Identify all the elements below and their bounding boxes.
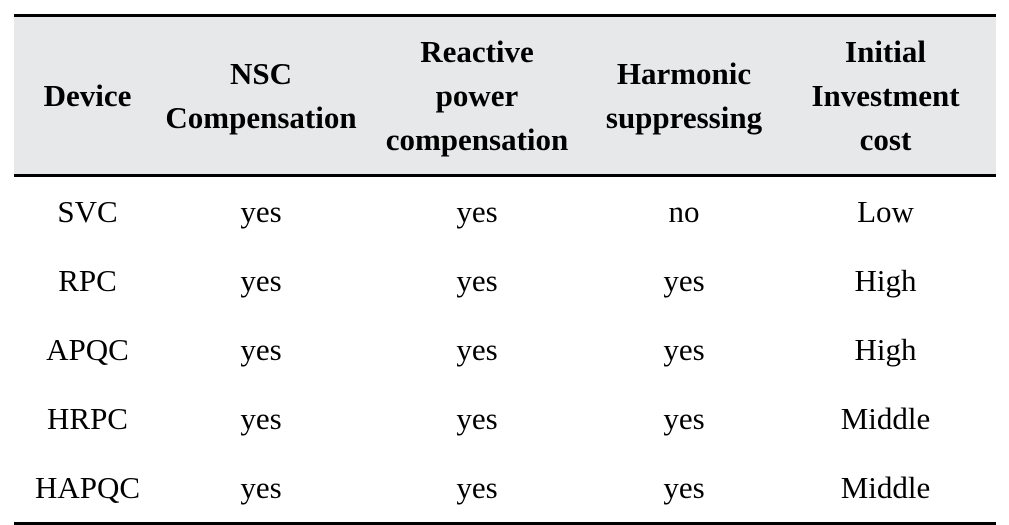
harmonic-cell: yes xyxy=(663,262,705,298)
nsc-cell: yes xyxy=(240,193,282,229)
cost-cell: High xyxy=(854,331,917,367)
device-cell: HRPC xyxy=(47,400,128,436)
header-line: Investment xyxy=(811,77,960,113)
table-row: RPC yes yes yes High xyxy=(14,246,996,315)
table-body: SVC yes yes no Low RPC yes yes yes High … xyxy=(14,177,996,522)
header-line: cost xyxy=(859,121,912,157)
table-row: SVC yes yes no Low xyxy=(14,177,996,246)
harmonic-cell: yes xyxy=(663,400,705,436)
nsc-cell: yes xyxy=(240,262,282,298)
header-line: power xyxy=(435,77,519,113)
harmonic-cell: yes xyxy=(663,331,705,367)
header-reactive-power-compensation: Reactive power compensation xyxy=(361,30,593,162)
header-line: Initial xyxy=(845,33,926,69)
header-line: Compensation xyxy=(165,99,357,135)
table-row: HRPC yes yes yes Middle xyxy=(14,384,996,453)
device-cell: SVC xyxy=(57,193,118,229)
cost-cell: Low xyxy=(857,193,914,229)
table-header: Device NSC Compensation Reactive power c… xyxy=(14,17,996,174)
cost-cell: Middle xyxy=(840,469,931,505)
header-line: Reactive xyxy=(420,33,534,69)
nsc-cell: yes xyxy=(240,469,282,505)
top-rule xyxy=(14,14,996,17)
table-row: APQC yes yes yes High xyxy=(14,315,996,384)
header-line: Device xyxy=(43,77,132,113)
header-nsc-compensation: NSC Compensation xyxy=(161,52,361,140)
cost-cell: Middle xyxy=(840,400,931,436)
header-line: NSC xyxy=(229,55,292,91)
nsc-cell: yes xyxy=(240,331,282,367)
table-row: HAPQC yes yes yes Middle xyxy=(14,453,996,522)
header-device: Device xyxy=(14,74,161,118)
reactive-cell: yes xyxy=(456,262,498,298)
nsc-cell: yes xyxy=(240,400,282,436)
device-cell: APQC xyxy=(46,331,129,367)
device-cell: RPC xyxy=(58,262,117,298)
header-rule xyxy=(14,174,996,177)
comparison-table: Device NSC Compensation Reactive power c… xyxy=(14,14,996,525)
harmonic-cell: no xyxy=(668,193,700,229)
reactive-cell: yes xyxy=(456,193,498,229)
header-line: Harmonic xyxy=(616,55,752,91)
cost-cell: High xyxy=(854,262,917,298)
reactive-cell: yes xyxy=(456,400,498,436)
header-line: suppressing xyxy=(605,99,763,135)
header-initial-investment-cost: Initial Investment cost xyxy=(775,30,996,162)
header-line: compensation xyxy=(385,121,569,157)
reactive-cell: yes xyxy=(456,331,498,367)
header-harmonic-suppressing: Harmonic suppressing xyxy=(593,52,775,140)
device-cell: HAPQC xyxy=(34,469,141,505)
reactive-cell: yes xyxy=(456,469,498,505)
harmonic-cell: yes xyxy=(663,469,705,505)
